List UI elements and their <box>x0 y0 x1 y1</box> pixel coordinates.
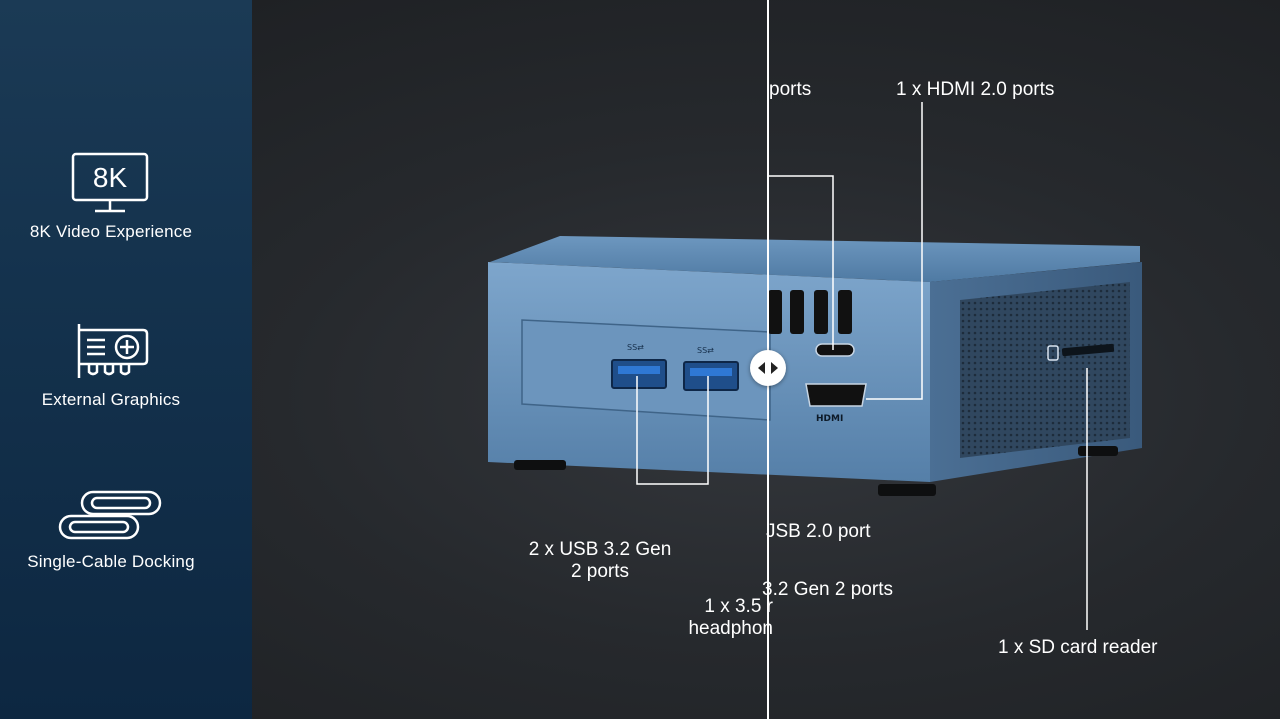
feature-label-docking: Single-Cable Docking <box>27 552 195 571</box>
svg-text:8K: 8K <box>93 162 128 193</box>
callout-audio-line1: 1 x 3.5 r <box>704 596 773 617</box>
left-right-arrows-icon <box>758 362 778 374</box>
feature-external-graphics: External Graphics <box>0 320 222 410</box>
callout-audio-partial: 1 x 3.5 r headphon <box>683 596 773 640</box>
callout-usb-front-line2: 2 ports <box>570 561 630 582</box>
callout-audio-line2: headphon <box>688 618 773 639</box>
callout-usb-front-line1: 2 x USB 3.2 Gen <box>528 539 672 560</box>
mini-pc-image: SS⇄ SS⇄ HDMI <box>488 102 1142 630</box>
feature-8k-video: 8K 8K Video Experience <box>0 150 222 242</box>
callout-usb32-partial: 3.2 Gen 2 ports <box>762 579 893 600</box>
svg-text:SS⇄: SS⇄ <box>627 343 644 352</box>
8k-monitor-icon: 8K <box>71 152 149 213</box>
graphics-card-icon <box>77 324 149 378</box>
comparison-slider-handle[interactable] <box>750 350 786 386</box>
product-stage: SS⇄ SS⇄ HDMI ports 1 x HDMI 2.0 ports 2 … <box>252 0 1280 719</box>
callout-sd-reader: 1 x SD card reader <box>998 637 1158 658</box>
feature-sidebar: 8K 8K Video Experience External Graphics… <box>0 0 252 719</box>
callout-hdmi: 1 x HDMI 2.0 ports <box>896 79 1055 100</box>
callout-usb20-partial: JSB 2.0 port <box>766 521 871 542</box>
feature-label-8k: 8K Video Experience <box>29 222 193 241</box>
callout-usb-front: 2 x USB 3.2 Gen 2 ports <box>520 539 680 583</box>
link-chain-icon <box>58 490 162 540</box>
svg-text:HDMI: HDMI <box>816 414 843 424</box>
callout-ports-partial: ports <box>769 79 812 100</box>
feature-single-cable: Single-Cable Docking <box>0 488 222 572</box>
svg-text:SS⇄: SS⇄ <box>697 346 714 355</box>
feature-label-graphics: External Graphics <box>41 390 181 409</box>
